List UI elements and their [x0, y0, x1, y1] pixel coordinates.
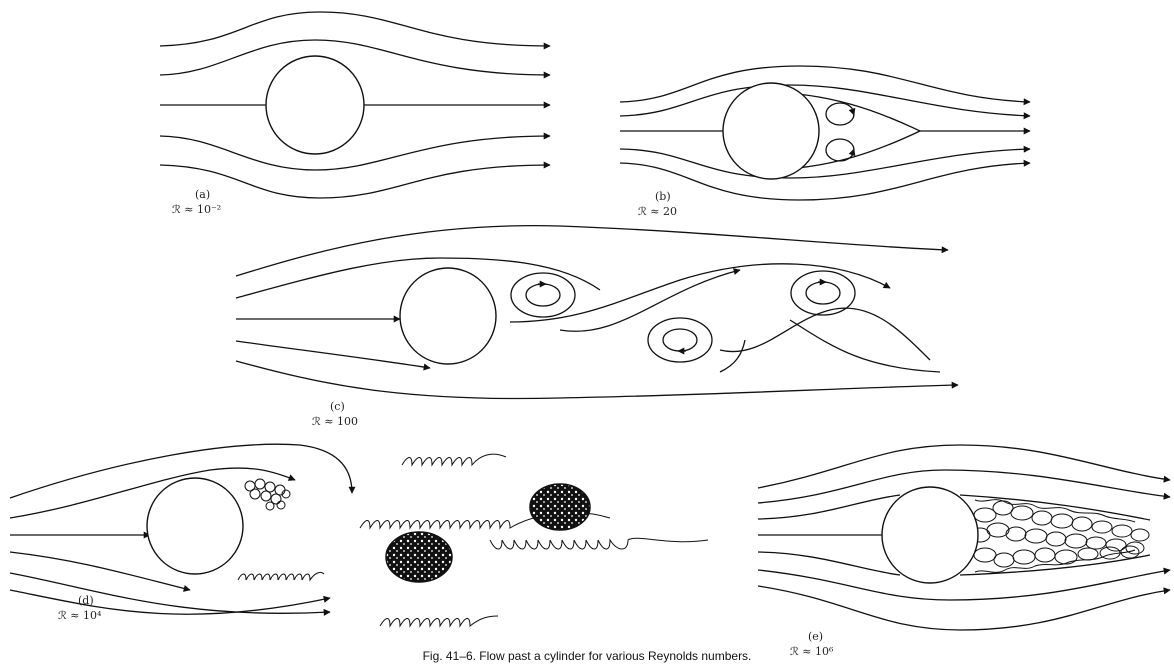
panel-a-label: (a): [195, 188, 210, 201]
streamline: [160, 40, 550, 75]
streamline: [758, 552, 900, 575]
panel-b: (b) ℛ ≈ 20: [620, 66, 1030, 218]
streamline: [758, 586, 1170, 630]
streamline: [758, 470, 1170, 503]
cylinder: [400, 268, 496, 364]
cylinder: [882, 487, 978, 583]
streamline: [758, 445, 1170, 488]
panel-c-label: (c): [330, 400, 345, 413]
streamline: [236, 226, 948, 276]
panel-e-label: (e): [808, 630, 823, 643]
vortex-street: [380, 616, 498, 626]
wake-streamline: [560, 270, 740, 331]
turbulent-blob: [530, 484, 590, 530]
panel-c-reynolds: ℛ ≈ 100: [312, 415, 358, 428]
panel-a: (a) ℛ ≈ 10⁻²: [160, 12, 550, 216]
streamline: [160, 12, 550, 46]
vortex: [663, 329, 697, 351]
wake-streamline: [720, 308, 930, 360]
figure-caption: Fig. 41–6. Flow past a cylinder for vari…: [423, 649, 752, 663]
vortex: [648, 318, 712, 362]
wake-streamline: [790, 320, 940, 372]
eddy-lower: [826, 139, 854, 161]
vortex: [526, 284, 560, 306]
panel-b-reynolds: ℛ ≈ 20: [638, 205, 677, 218]
turbulent-eddies: [245, 479, 290, 510]
streamline: [620, 163, 1030, 200]
panel-b-label: (b): [655, 190, 671, 203]
eddy-upper: [826, 103, 854, 125]
cylinder: [266, 56, 364, 154]
eddy-trail: [238, 572, 324, 580]
panel-e: (e) ℛ ≈ 10⁶: [758, 445, 1170, 658]
vortex: [791, 271, 855, 315]
vortex: [511, 273, 575, 317]
panel-e-reynolds: ℛ ≈ 10⁶: [790, 645, 834, 658]
cylinder: [147, 478, 243, 574]
turbulent-wake: [970, 500, 1149, 573]
cylinder: [723, 83, 819, 179]
streamline: [160, 136, 550, 170]
streamline: [236, 361, 958, 399]
vortex-street: [490, 538, 708, 549]
vortex: [806, 282, 840, 304]
streamline: [758, 495, 900, 519]
panel-d-label: (d): [78, 594, 94, 607]
panel-d-reynolds: ℛ ≈ 10⁴: [58, 609, 102, 622]
turbulent-blob: [386, 532, 452, 582]
streamline: [620, 66, 1030, 102]
panel-a-reynolds: ℛ ≈ 10⁻²: [172, 203, 221, 216]
vortex-street: [402, 454, 506, 465]
streamline: [236, 341, 430, 368]
panel-c: (c) ℛ ≈ 100: [236, 226, 958, 428]
panel-d: (d) ℛ ≈ 10⁴: [10, 444, 708, 626]
streamline: [160, 165, 550, 198]
wake-streamline: [720, 340, 745, 372]
